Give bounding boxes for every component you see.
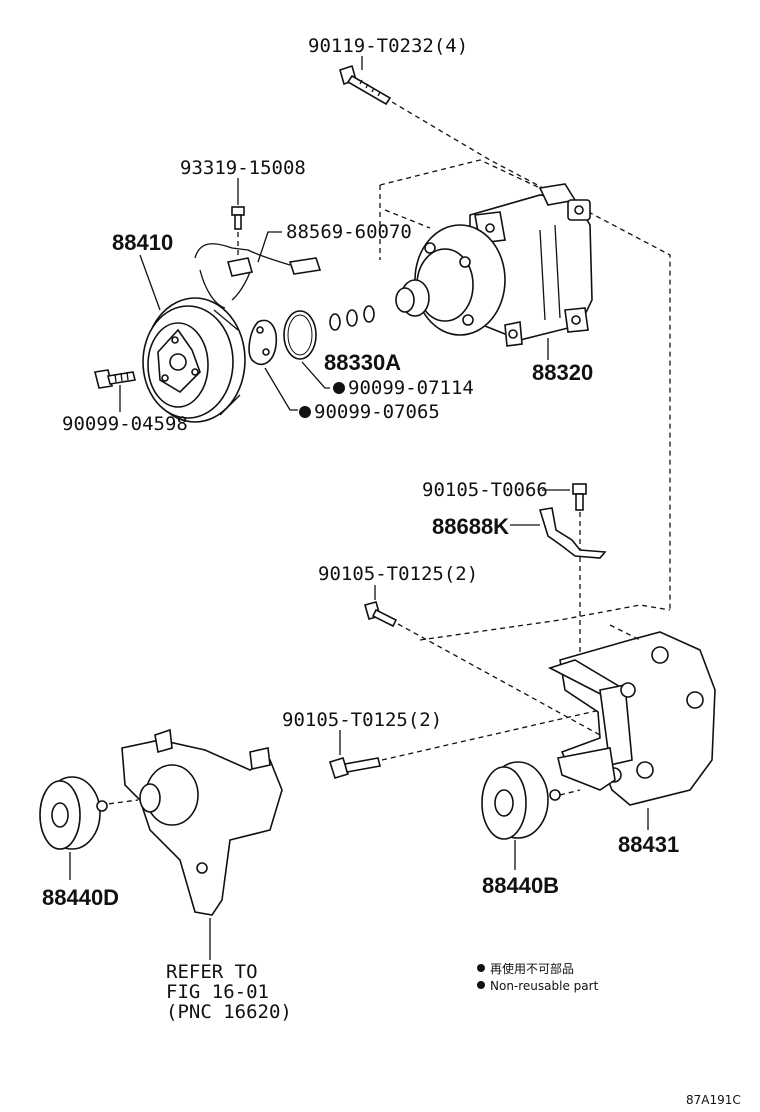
bolt-bracket-small <box>572 483 587 511</box>
bolt-lower <box>328 757 381 779</box>
label-compressor: 88320 <box>532 360 593 385</box>
label-snap-ring-inner: 90099-07065 <box>314 401 440 423</box>
figure-code: 87A191C <box>686 1093 741 1107</box>
nonreusable-dot-inner <box>299 406 311 418</box>
label-screw-small: 93319-15008 <box>180 157 306 179</box>
label-clamp: 88569-60070 <box>286 221 412 243</box>
bracket-small <box>538 507 607 559</box>
legend-text-jp: 再使用不可部品 <box>490 961 574 976</box>
legend-dot-en <box>477 981 485 989</box>
label-bracket-main: 88431 <box>618 832 679 857</box>
idler-pulley-left <box>39 776 108 850</box>
label-bracket-small: 88688K <box>432 514 509 539</box>
snap-ring-outer <box>283 310 317 360</box>
label-idler-right: 88440B <box>482 873 559 898</box>
label-bolt-top: 90119-T0232(4) <box>308 35 468 57</box>
snap-ring-inner <box>248 319 278 366</box>
nonreusable-dot-outer <box>333 382 345 394</box>
refer-line-2: FIG 16-01 <box>166 981 269 1003</box>
shims <box>329 305 375 331</box>
refer-line-3: (PNC 16620) <box>166 1001 292 1023</box>
label-idler-left: 88440D <box>42 885 119 910</box>
bracket-left <box>121 728 283 916</box>
screw-small <box>231 206 245 230</box>
bolt-upper <box>364 601 398 628</box>
label-bolt-bracket-small: 90105-T0066 <box>422 479 548 501</box>
bolt-top <box>339 64 392 106</box>
label-shims: 88330A <box>324 350 401 375</box>
label-snap-ring-outer: 90099-07114 <box>348 377 474 399</box>
clamp <box>226 257 322 277</box>
label-clutch: 88410 <box>112 230 173 255</box>
idler-pulley-right <box>481 761 561 840</box>
refer-line-1: REFER TO <box>166 961 258 983</box>
label-bolt-clutch: 90099-04598 <box>62 413 188 435</box>
label-bolt-lower: 90105-T0125(2) <box>282 709 442 731</box>
compressor <box>379 159 593 347</box>
clutch-assembly <box>142 297 246 423</box>
bracket-main <box>547 631 716 806</box>
legend-text-en: Non-reusable part <box>490 979 599 993</box>
bolt-clutch <box>94 369 136 389</box>
label-bolt-upper: 90105-T0125(2) <box>318 563 478 585</box>
legend-dot-jp <box>477 964 485 972</box>
